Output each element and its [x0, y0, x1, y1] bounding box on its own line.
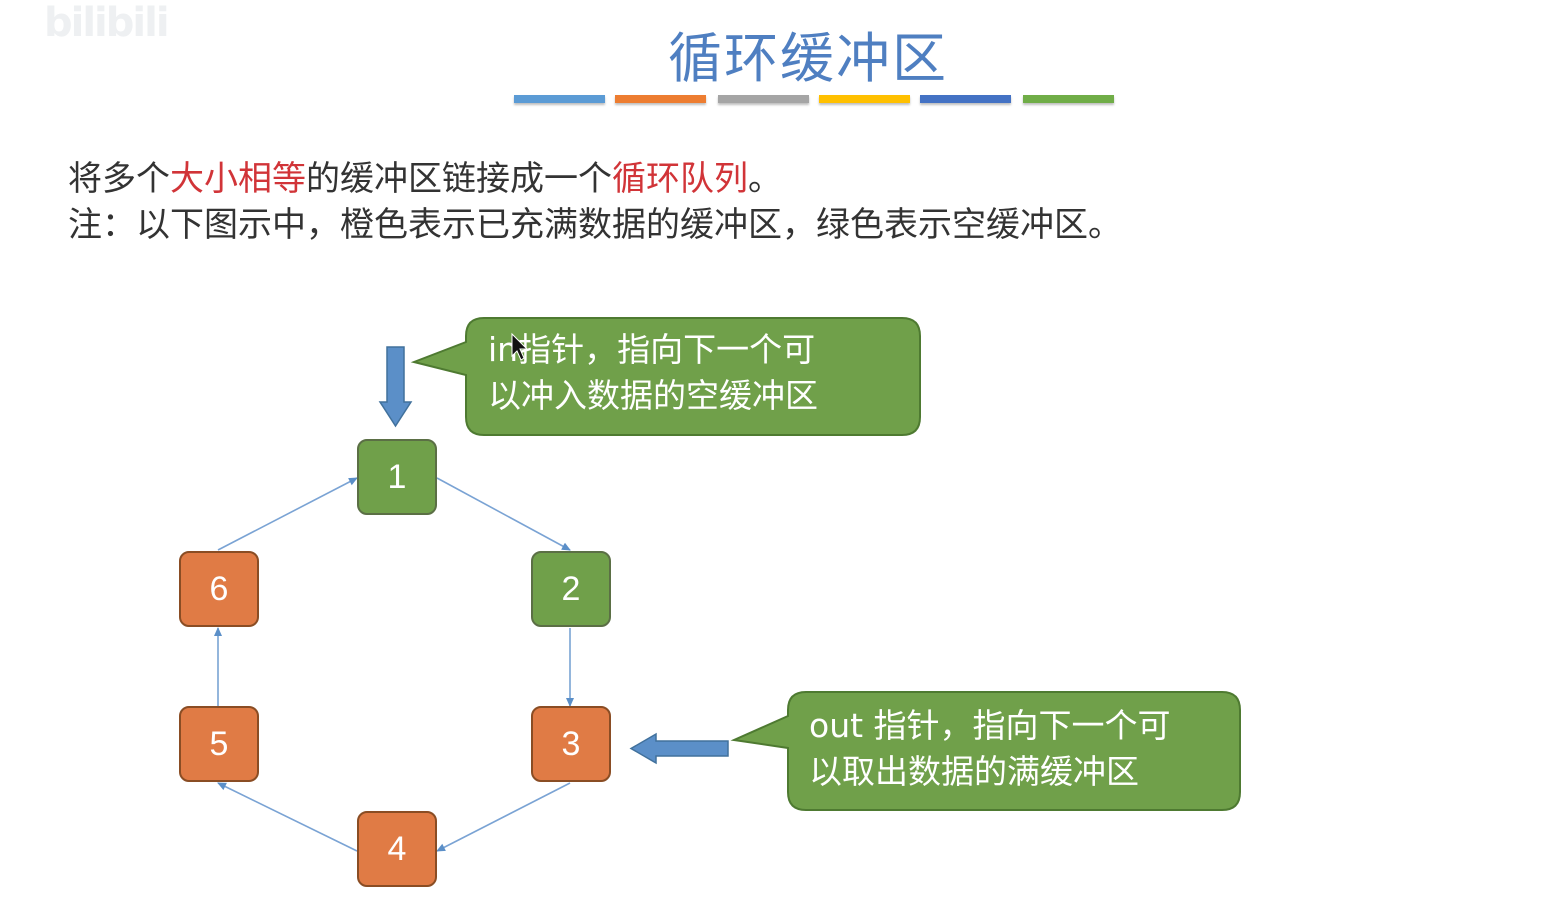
stripe — [615, 95, 706, 103]
out-callout-line-2: 以取出数据的满缓冲区 — [809, 752, 1139, 791]
buffer-4: 4 — [357, 811, 437, 887]
desc-seg: 将多个 — [68, 159, 170, 199]
desc-seg: 。 — [748, 159, 782, 199]
in-callout-line-1: in指针，指向下一个可 — [488, 330, 816, 369]
buffer-6: 6 — [179, 551, 259, 627]
connector-3-4 — [436, 782, 571, 852]
stripe — [920, 95, 1011, 103]
description: 将多个大小相等的缓冲区链接成一个循环队列。 注：以下图示中，橙色表示已充满数据的… — [68, 156, 1122, 248]
connector-1-2 — [436, 477, 571, 551]
buffer-1: 1 — [357, 439, 437, 515]
stripe — [718, 95, 809, 103]
watermark-logo: bilibili — [44, 0, 170, 46]
connector-6-1 — [217, 477, 358, 551]
buffer-3: 3 — [531, 706, 611, 782]
desc-seg: 的缓冲区链接成一个 — [306, 159, 612, 199]
buffer-5: 5 — [179, 706, 259, 782]
desc-highlight: 大小相等 — [170, 159, 306, 199]
description-line-2: 注：以下图示中，橙色表示已充满数据的缓冲区，绿色表示空缓冲区。 — [68, 205, 1122, 245]
out-callout-text: out 指针，指向下一个可 以取出数据的满缓冲区 — [809, 703, 1171, 795]
stripe — [1023, 95, 1114, 103]
in-callout-text: in指针，指向下一个可 以冲入数据的空缓冲区 — [488, 327, 818, 419]
description-line-1: 将多个大小相等的缓冲区链接成一个循环队列。 — [68, 156, 1122, 202]
stripe — [819, 95, 910, 103]
out-callout-line-1: out 指针，指向下一个可 — [809, 706, 1171, 745]
desc-highlight: 循环队列 — [612, 159, 748, 199]
page-title: 循环缓冲区 — [668, 27, 948, 90]
buffer-2: 2 — [531, 551, 611, 627]
in-callout-line-2: 以冲入数据的空缓冲区 — [488, 376, 818, 415]
out-pointer-callout — [730, 691, 1241, 811]
stripe — [514, 95, 605, 103]
in-pointer-arrow — [378, 346, 413, 428]
out-pointer-arrow — [629, 732, 729, 765]
in-pointer-callout — [410, 317, 921, 436]
connector-4-5 — [217, 782, 358, 852]
